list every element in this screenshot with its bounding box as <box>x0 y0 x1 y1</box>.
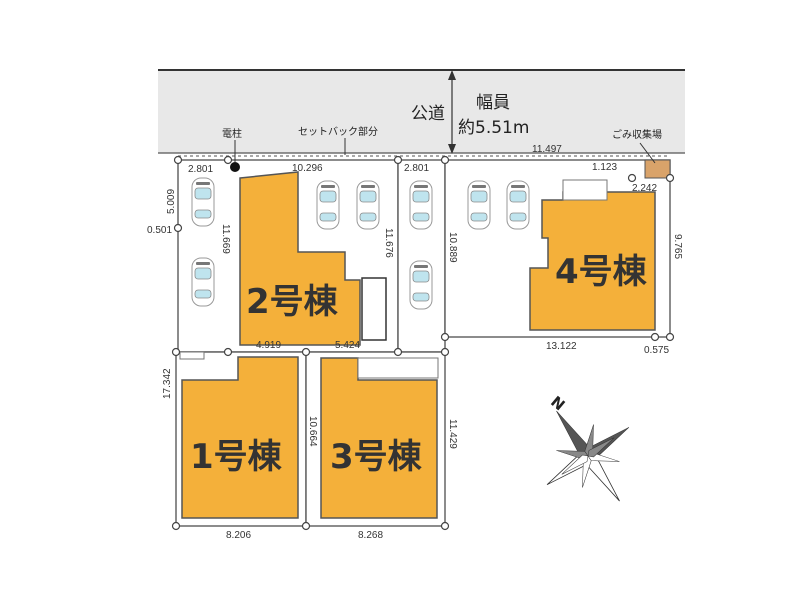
buildings: 2号棟 4号棟 1号棟 3号棟 <box>179 171 656 519</box>
building-1 <box>181 356 299 519</box>
dim-5009: 5.009 <box>166 189 177 214</box>
building-1-porch <box>179 351 205 360</box>
garbage-area <box>644 159 671 179</box>
dim-11497: 11.497 <box>532 144 562 155</box>
survey-point <box>171 347 181 357</box>
garbage-label: ごみ収集場 <box>612 128 662 141</box>
garbage-leader <box>639 142 656 164</box>
car-icon <box>191 257 215 307</box>
building-3-label: 3号棟 <box>330 437 423 477</box>
road-width-value: 約5.51m <box>458 118 529 138</box>
car-icon <box>506 180 530 230</box>
building-2-label: 2号棟 <box>246 282 339 322</box>
survey-point <box>665 173 675 183</box>
road-width-arrow-head-top <box>448 70 456 80</box>
survey-point <box>301 347 311 357</box>
car-icon <box>316 180 340 230</box>
road-label: 公道 <box>411 104 445 124</box>
dim-5424: 5.424 <box>335 340 360 351</box>
dim-10889: 10.889 <box>447 232 458 263</box>
survey-point <box>173 155 183 165</box>
survey-point <box>301 521 311 531</box>
compass-north-label: N <box>547 393 568 415</box>
survey-point <box>223 347 233 357</box>
road-width-title: 幅員 <box>476 93 510 113</box>
road-width-arrow-head-bottom <box>448 144 456 154</box>
dim-1123: 1.123 <box>592 162 617 173</box>
building-2 <box>239 171 361 346</box>
pole-label: 電柱 <box>222 127 242 140</box>
dim-0575: 0.575 <box>644 345 669 356</box>
dim-2242: 2.242 <box>632 183 657 194</box>
dim-4919: 4.919 <box>256 340 281 351</box>
dim-10296: 10.296 <box>292 163 323 174</box>
dim-8206: 8.206 <box>226 530 251 541</box>
car-icon <box>467 180 491 230</box>
building-3-porch <box>357 357 439 379</box>
dim-10664: 10.664 <box>307 416 318 447</box>
dim-8268: 8.268 <box>358 530 383 541</box>
utility-pole-icon <box>230 162 240 172</box>
building-4-label: 4号棟 <box>555 252 648 292</box>
building-1-label: 1号棟 <box>190 437 283 477</box>
survey-point <box>173 223 183 233</box>
setback-label: セットバック部分 <box>298 125 378 138</box>
survey-point <box>665 332 675 342</box>
dim-2801-left: 2.801 <box>188 164 213 175</box>
dim-0501: 0.501 <box>147 225 172 236</box>
car-icon <box>356 180 380 230</box>
dim-11669: 11.669 <box>220 224 231 254</box>
dim-2801-mid: 2.801 <box>404 163 429 174</box>
building-4-entrance <box>562 179 608 201</box>
dim-11676: 11.676 <box>383 228 394 258</box>
dim-13122: 13.122 <box>546 341 577 352</box>
survey-point <box>393 347 403 357</box>
car-icon <box>409 180 433 230</box>
dim-9765: 9.765 <box>672 234 683 259</box>
road: 公道 幅員 約5.51m <box>158 69 685 157</box>
survey-point <box>171 521 181 531</box>
building-2-entrance <box>361 277 387 341</box>
survey-point <box>223 155 233 165</box>
survey-point <box>393 155 403 165</box>
dim-17342: 17.342 <box>162 368 173 399</box>
car-icon <box>191 177 215 227</box>
survey-point <box>440 347 450 357</box>
survey-points <box>171 155 675 531</box>
survey-point <box>650 332 660 342</box>
survey-point <box>627 173 637 183</box>
dim-11429: 11.429 <box>447 419 458 449</box>
survey-point <box>440 155 450 165</box>
car-icon <box>409 260 433 310</box>
survey-point <box>440 521 450 531</box>
road-surface <box>158 70 685 153</box>
dimensions: 2.801 10.296 2.801 11.497 1.123 2.242 5.… <box>147 144 683 541</box>
compass-icon <box>546 410 630 502</box>
survey-point <box>440 332 450 342</box>
